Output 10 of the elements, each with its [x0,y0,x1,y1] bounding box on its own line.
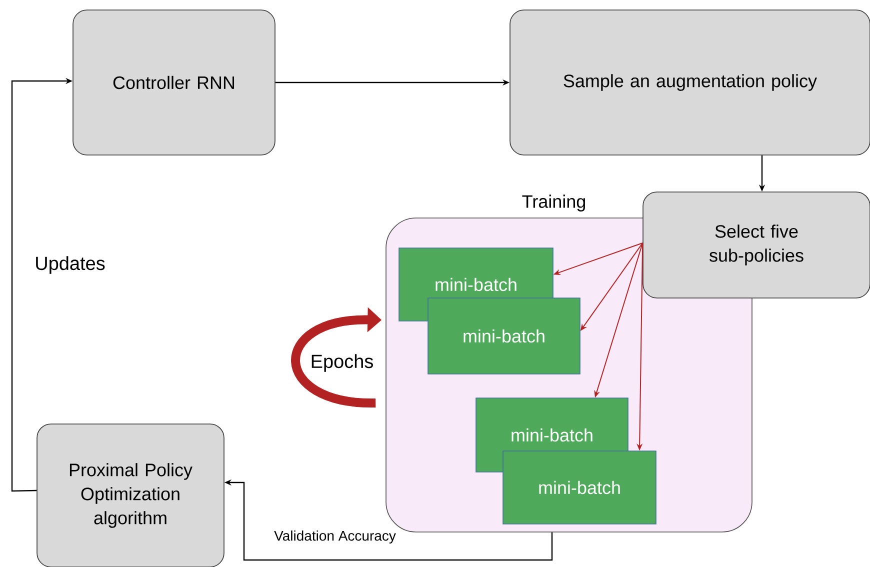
process-box: Sample an augmentation policy [510,10,870,156]
mini-batch-box: mini-batch [428,298,580,374]
mini-batch-box: mini-batch [502,450,656,524]
edge-label: Updates [34,255,106,275]
process-box: Controller RNN [72,10,276,156]
process-box: Select five sub-policies [642,192,870,298]
edge-label: Validation Accuracy [273,529,397,545]
node-label: Training [522,194,586,212]
edge-label: Epochs [309,353,375,373]
process-box: Proximal Policy Optimization algorithm [36,424,224,567]
